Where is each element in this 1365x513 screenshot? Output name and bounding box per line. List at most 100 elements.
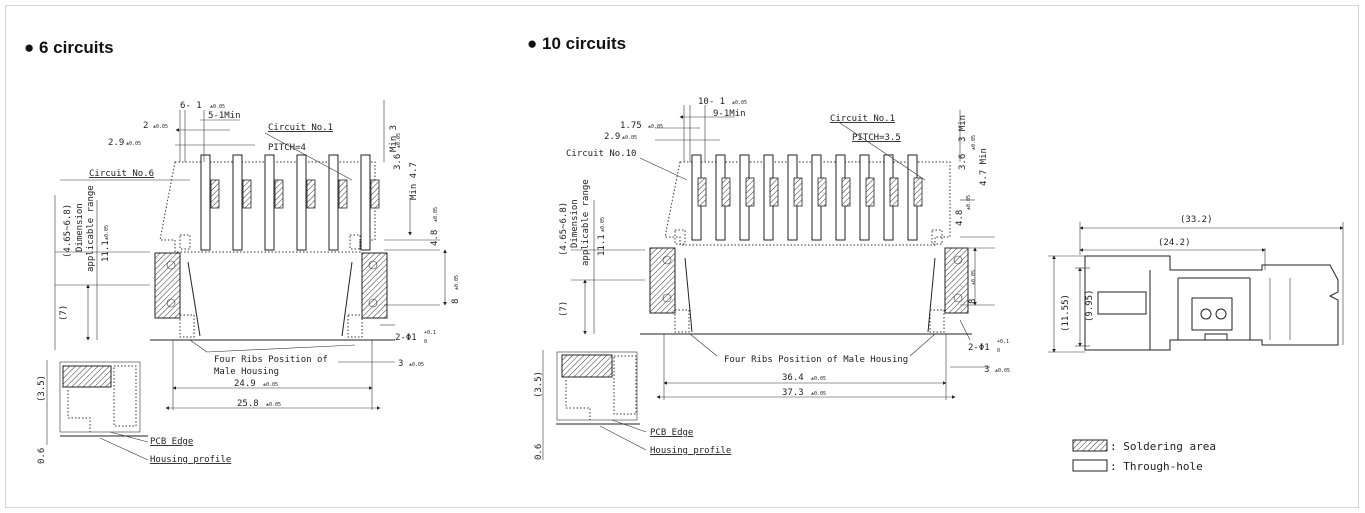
- terminal-pin: [296, 154, 307, 251]
- svg-text:±0.05: ±0.05: [622, 135, 637, 141]
- svg-text:0.6: 0.6: [534, 444, 544, 460]
- solder-pad: [697, 177, 707, 207]
- svg-text:0: 0: [424, 339, 427, 345]
- svg-text:±0.05: ±0.05: [600, 217, 606, 232]
- six-rib-br: [347, 314, 363, 338]
- svg-text:3: 3: [398, 359, 403, 369]
- svg-text:37.3: 37.3: [782, 388, 804, 398]
- terminal-pin: [328, 154, 339, 251]
- svg-text:2.9: 2.9: [604, 132, 620, 142]
- svg-text:3 Min: 3 Min: [958, 115, 968, 142]
- svg-text:24.9: 24.9: [234, 379, 256, 389]
- svg-text:±0.05: ±0.05: [971, 270, 977, 285]
- drawing-frame: [5, 5, 1359, 508]
- svg-text:±0.05: ±0.05: [454, 275, 460, 290]
- svg-text:±0.05: ±0.05: [263, 382, 278, 388]
- six-left-block: [154, 252, 181, 319]
- svg-text:6- 1: 6- 1: [180, 101, 202, 111]
- svg-text:(4.65~6.8): (4.65~6.8): [559, 202, 569, 256]
- svg-text:±0.05: ±0.05: [126, 141, 141, 147]
- svg-text:Circuit No.10: Circuit No.10: [566, 149, 636, 159]
- svg-text:+0.1: +0.1: [424, 330, 436, 336]
- svg-text:4.8: 4.8: [955, 210, 965, 226]
- svg-text:Four Ribs Position of Male Hou: Four Ribs Position of Male Housing: [724, 355, 908, 365]
- svg-text:PCB Edge: PCB Edge: [650, 428, 693, 438]
- svg-text:(24.2): (24.2): [1158, 238, 1191, 248]
- six-right-block: [361, 252, 388, 319]
- svg-text:(7): (7): [59, 305, 69, 321]
- six-rib-bl: [179, 314, 195, 338]
- svg-text:Four Ribs Position of: Four Ribs Position of: [214, 355, 328, 365]
- svg-text:25.8: 25.8: [237, 399, 259, 409]
- six-hole-right-top: [368, 260, 378, 270]
- ten-pins: [691, 154, 923, 241]
- six-rib-tl: [179, 234, 191, 250]
- svg-text:3.6: 3.6: [958, 154, 968, 170]
- svg-text:±0.05: ±0.05: [966, 195, 972, 210]
- svg-text:+0.1: +0.1: [997, 339, 1009, 345]
- svg-text:Circuit No.1: Circuit No.1: [830, 114, 895, 124]
- six-rib-tr: [349, 234, 361, 250]
- solder-pad: [889, 177, 899, 207]
- svg-text:(3.5): (3.5): [534, 371, 544, 398]
- svg-text:±0.05: ±0.05: [648, 124, 663, 130]
- svg-text:2-Φ1: 2-Φ1: [395, 333, 417, 343]
- svg-text:4.8: 4.8: [430, 230, 440, 246]
- terminal-pin: [200, 154, 211, 251]
- svg-text:(3.5): (3.5): [37, 375, 47, 402]
- svg-text:0.6: 0.6: [37, 448, 47, 464]
- svg-text:36.4: 36.4: [782, 373, 804, 383]
- svg-text:Housing profile: Housing profile: [150, 455, 231, 465]
- ten-housing-outline: [664, 161, 951, 246]
- svg-text:applicable range: applicable range: [581, 179, 591, 266]
- svg-text:0: 0: [997, 348, 1000, 354]
- solder-pad: [274, 179, 284, 209]
- ten-circuit-drawing: 10- 1 ±0.05 9-1Min 1.75 ±0.05 2.9 ±0.05 …: [534, 97, 1010, 460]
- terminal-pin: [264, 154, 275, 251]
- svg-text:1.75: 1.75: [620, 121, 642, 131]
- svg-text:(7): (7): [559, 301, 569, 317]
- svg-text:PITCH=3.5: PITCH=3.5: [852, 133, 901, 143]
- solder-pad: [370, 179, 380, 209]
- svg-text:Dimension: Dimension: [570, 199, 580, 248]
- svg-text:±0.05: ±0.05: [266, 402, 281, 408]
- solder-pad: [769, 177, 779, 207]
- svg-text:applicable range: applicable range: [86, 185, 96, 272]
- solder-pad: [817, 177, 827, 207]
- svg-text:(4.65~6.8): (4.65~6.8): [63, 204, 73, 258]
- svg-text:±0.05: ±0.05: [210, 104, 225, 110]
- solder-pad: [721, 177, 731, 207]
- svg-text:Circuit No.6: Circuit No.6: [89, 169, 154, 179]
- svg-text:PITCH=4: PITCH=4: [268, 143, 306, 153]
- svg-text:8: 8: [451, 299, 461, 304]
- ten-left-block: [649, 247, 676, 314]
- legend-through-label: : Through-hole: [1110, 460, 1203, 473]
- svg-text:9-1Min: 9-1Min: [713, 109, 746, 119]
- legend-soldering-swatch: [1072, 439, 1108, 452]
- svg-text:(9.95): (9.95): [1085, 289, 1095, 322]
- svg-text:5-1Min: 5-1Min: [208, 111, 241, 121]
- svg-text:(11.55): (11.55): [1061, 294, 1071, 332]
- svg-text:Housing profile: Housing profile: [650, 446, 731, 456]
- six-housing-outline: [159, 161, 376, 253]
- terminal-pin: [232, 154, 243, 251]
- solder-pad: [338, 179, 348, 209]
- solder-pad: [242, 179, 252, 209]
- ten-right-block: [944, 247, 969, 314]
- svg-text:11.1: 11.1: [101, 240, 111, 262]
- svg-text:Min 3: Min 3: [389, 125, 399, 152]
- svg-text:Dimension: Dimension: [75, 203, 85, 252]
- svg-text:PCB Edge: PCB Edge: [150, 437, 193, 447]
- svg-text:±0.05: ±0.05: [971, 135, 977, 150]
- svg-text:±0.05: ±0.05: [104, 225, 110, 240]
- solder-pad: [745, 177, 755, 207]
- six-hole-right-bot: [368, 298, 378, 308]
- svg-text:Male Housing: Male Housing: [214, 367, 279, 377]
- heading-6-circuits: ● 6 circuits: [24, 38, 114, 57]
- svg-text:4.7 Min: 4.7 Min: [979, 148, 989, 186]
- svg-text:2: 2: [143, 121, 148, 131]
- svg-text:±0.05: ±0.05: [396, 133, 402, 148]
- solder-pad: [865, 177, 875, 207]
- svg-text:±0.05: ±0.05: [409, 362, 424, 368]
